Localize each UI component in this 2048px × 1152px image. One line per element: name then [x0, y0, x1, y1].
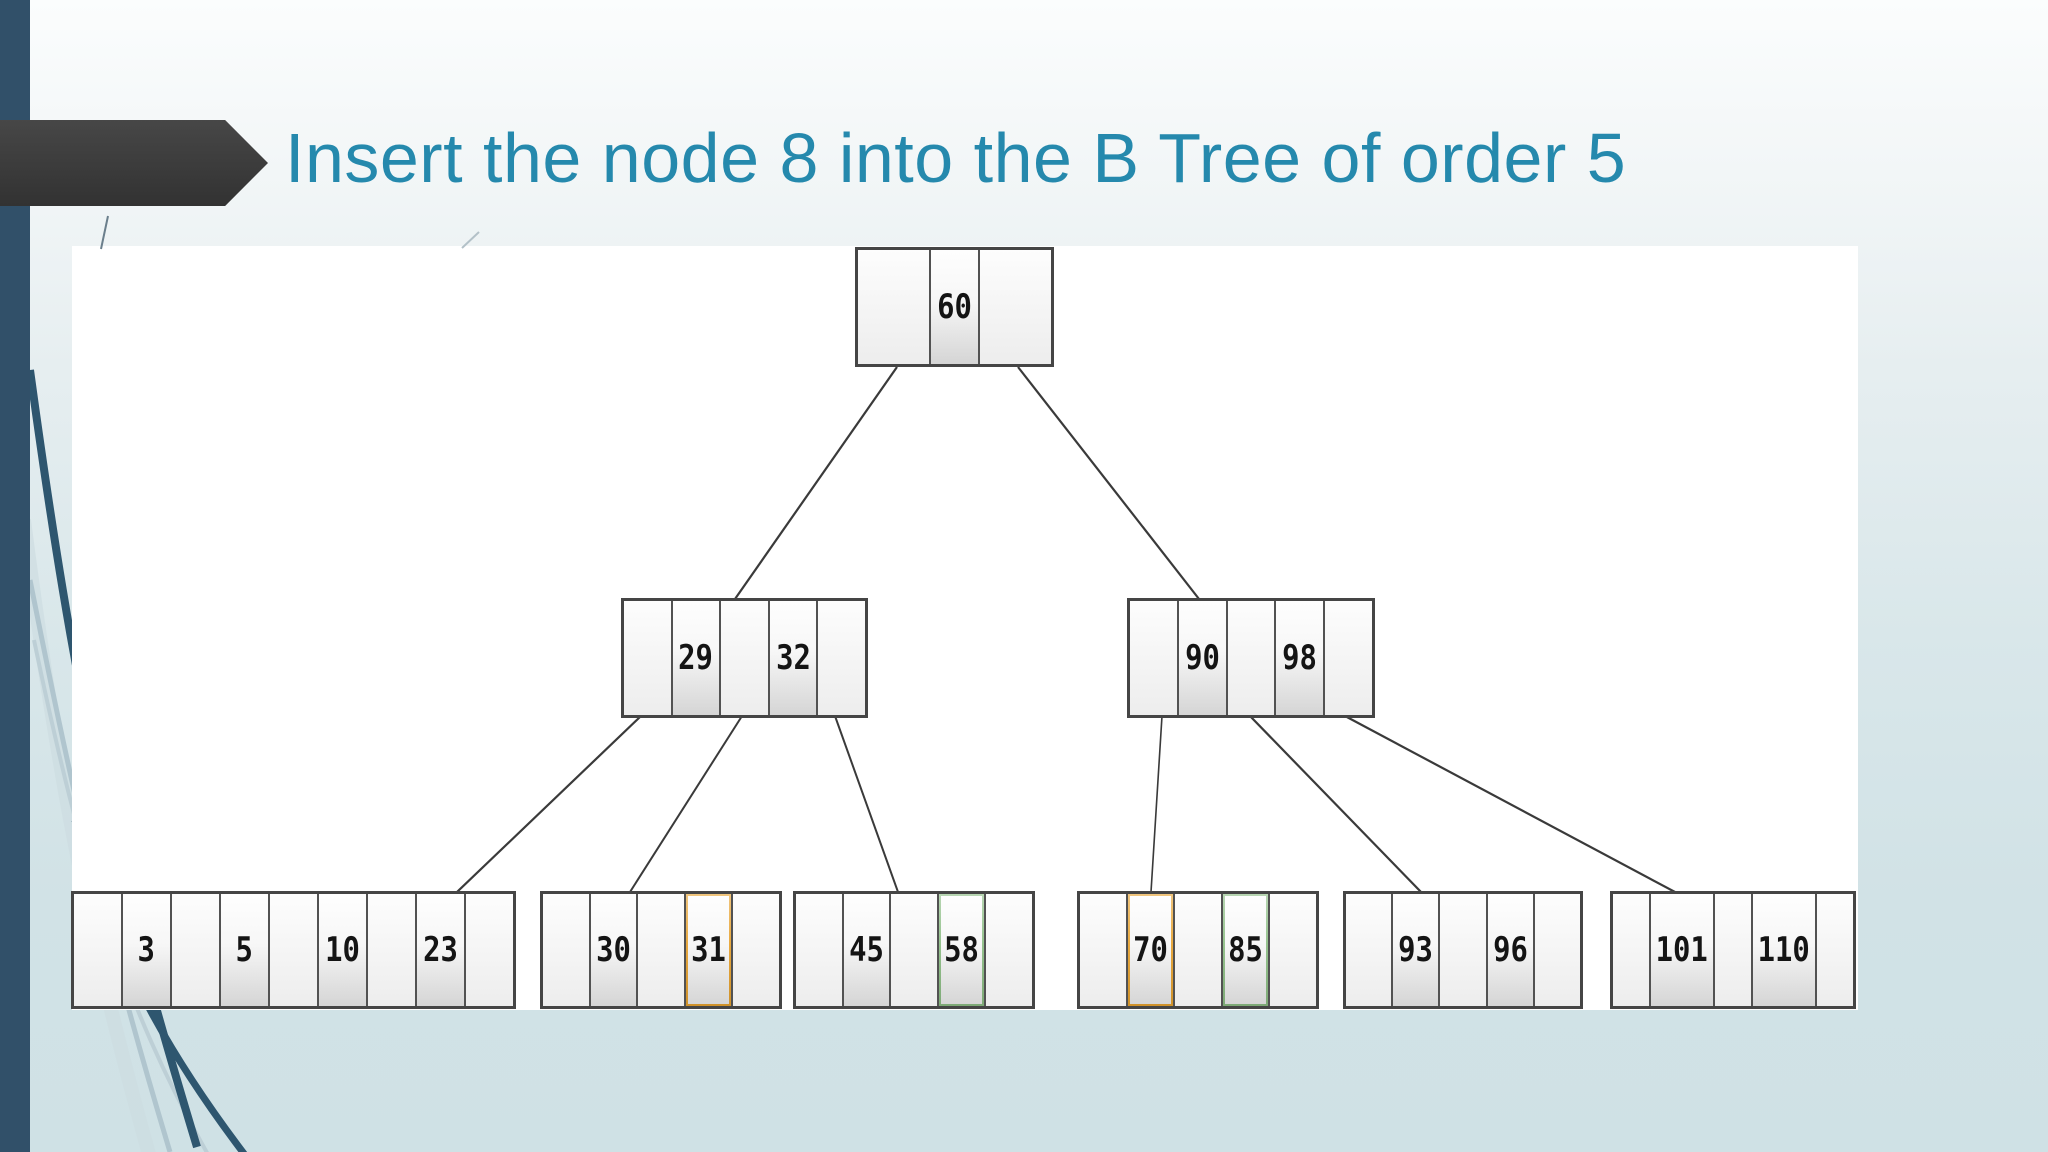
pointer-cell	[1613, 894, 1650, 1006]
btree-node-leaf-6: 101 110	[1610, 891, 1856, 1009]
key-cell: 93	[1391, 894, 1439, 1006]
key-value: 93	[1398, 930, 1434, 970]
key-cell: 60	[929, 250, 978, 364]
pointer-cell	[624, 601, 671, 715]
tree-edge	[456, 715, 642, 893]
pointer-cell	[796, 894, 842, 1006]
key-cell: 90	[1176, 601, 1226, 715]
decorative-tick	[461, 231, 480, 249]
key-value: 32	[775, 638, 811, 678]
slide-title: Insert the node 8 into the B Tree of ord…	[285, 119, 1627, 197]
key-value: 5	[235, 930, 254, 970]
key-value: 60	[937, 287, 972, 327]
pointer-cell	[1080, 894, 1126, 1006]
decorative-tick	[100, 215, 109, 250]
pointer-cell	[1438, 894, 1486, 1006]
pointer-cell	[170, 894, 219, 1006]
key-cell: 98	[1274, 601, 1324, 715]
pointer-cell	[366, 894, 415, 1006]
tree-edge	[834, 715, 899, 893]
pointer-cell	[1323, 601, 1372, 715]
btree-node-leaf-5: 93 96	[1343, 891, 1583, 1009]
tree-edge	[734, 366, 898, 600]
key-value: 70	[1132, 930, 1168, 970]
diagram-canvas	[72, 246, 1858, 1010]
key-cell: 101	[1649, 894, 1714, 1006]
pointer-cell	[1532, 894, 1581, 1006]
key-value: 45	[848, 930, 884, 970]
btree-node-leaf-1: 3 5 10 23	[71, 891, 516, 1009]
pointer-cell	[889, 894, 937, 1006]
key-value: 58	[944, 930, 979, 970]
key-cell: 110	[1751, 894, 1816, 1006]
key-value: 23	[423, 930, 458, 970]
pointer-cell	[1346, 894, 1392, 1006]
key-cell: 30	[588, 894, 637, 1006]
key-cell: 85	[1220, 894, 1269, 1006]
key-value: 3	[137, 930, 156, 970]
key-cell: 32	[767, 601, 817, 715]
key-cell: 3	[121, 894, 170, 1006]
pointer-cell	[1173, 894, 1221, 1006]
key-cell: 10	[317, 894, 366, 1006]
pointer-cell	[719, 601, 768, 715]
key-value: 31	[691, 930, 726, 970]
key-cell: 31	[683, 894, 732, 1006]
key-value: 30	[595, 930, 631, 970]
btree-node-internal-right: 90 98	[1127, 598, 1375, 718]
key-cell: 70	[1125, 894, 1174, 1006]
pointer-cell	[1130, 601, 1177, 715]
btree-node-leaf-3: 45 58	[793, 891, 1035, 1009]
pointer-cell	[858, 250, 930, 364]
pointer-cell	[543, 894, 589, 1006]
key-cell: 23	[415, 894, 464, 1006]
key-value: 85	[1228, 930, 1263, 970]
key-value: 98	[1282, 638, 1318, 678]
pointer-cell	[74, 894, 121, 1006]
btree-node-leaf-2: 30 31	[540, 891, 782, 1009]
title-arrow-banner	[0, 120, 268, 206]
btree-node-root: 60	[855, 247, 1054, 367]
pointer-cell	[464, 894, 513, 1006]
pointer-cell	[977, 250, 1051, 364]
pointer-cell	[984, 894, 1032, 1006]
btree-node-internal-left: 29 32	[621, 598, 868, 718]
key-cell: 96	[1485, 894, 1534, 1006]
tree-edge	[1017, 366, 1200, 600]
key-cell: 45	[841, 894, 890, 1006]
key-value: 96	[1492, 930, 1528, 970]
pointer-cell	[731, 894, 779, 1006]
tree-edge	[1344, 715, 1676, 893]
key-value: 90	[1184, 638, 1220, 678]
key-cell: 58	[936, 894, 985, 1006]
pointer-cell	[1712, 894, 1752, 1006]
tree-edge	[629, 715, 743, 893]
key-cell: 29	[670, 601, 720, 715]
key-value: 110	[1757, 930, 1811, 970]
pointer-cell	[816, 601, 865, 715]
pointer-cell	[268, 894, 317, 1006]
pointer-cell	[1814, 894, 1854, 1006]
key-value: 101	[1655, 930, 1709, 970]
key-value: 29	[678, 638, 714, 678]
key-value: 10	[325, 930, 360, 970]
key-cell: 5	[219, 894, 268, 1006]
pointer-cell	[1225, 601, 1275, 715]
pointer-cell	[1268, 894, 1316, 1006]
pointer-cell	[636, 894, 684, 1006]
tree-edge	[1150, 715, 1163, 893]
btree-node-leaf-4: 70 85	[1077, 891, 1319, 1009]
tree-edge	[1249, 715, 1422, 893]
